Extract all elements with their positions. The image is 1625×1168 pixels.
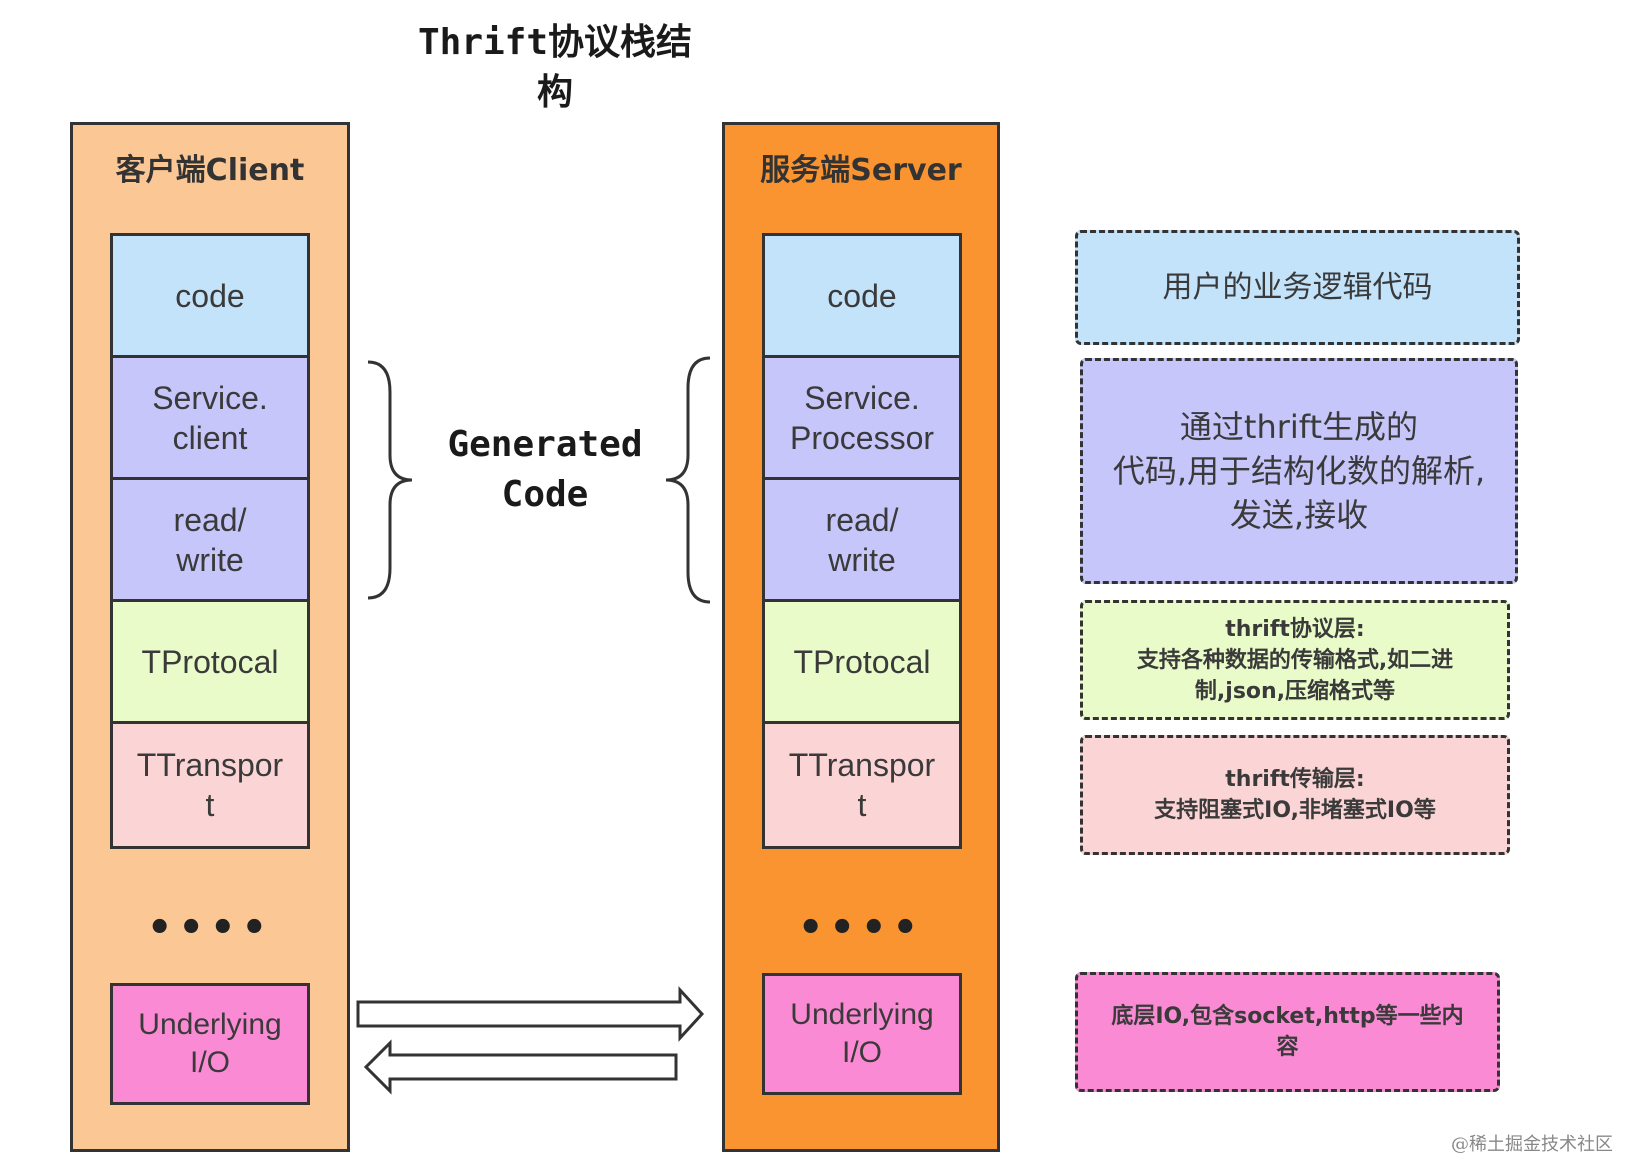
client-title: 客户端Client <box>115 153 305 188</box>
client-layer-code: code <box>113 236 307 358</box>
server-layer-read-write: read/ write <box>765 480 959 602</box>
server-layer-service-processor: Service. Processor <box>765 358 959 480</box>
arrow-to-client <box>363 1039 678 1095</box>
client-layer-tprotocal: TProtocal <box>113 602 307 724</box>
client-column: 客户端Client code Service. client read/ wri… <box>70 122 350 1152</box>
server-stack: code Service. Processor read/ write TPro… <box>762 233 962 849</box>
server-underlying-io: Underlying I/O <box>762 973 962 1095</box>
server-layer-ttransport: TTranspor t <box>765 724 959 846</box>
server-layer-code: code <box>765 236 959 358</box>
arrow-to-server <box>356 986 705 1042</box>
note-generated: 通过thrift生成的 代码,用于结构化数的解析, 发送,接收 <box>1080 358 1518 584</box>
client-layer-read-write: read/ write <box>113 480 307 602</box>
right-brace <box>665 356 711 604</box>
client-layer-ttransport: TTranspor t <box>113 724 307 846</box>
server-title: 服务端Server <box>760 153 962 188</box>
note-protocol: thrift协议层: 支持各种数据的传输格式,如二进 制,json,压缩格式等 <box>1080 600 1510 720</box>
client-layer-service-client: Service. client <box>113 358 307 480</box>
server-ellipsis: •••• <box>797 905 925 951</box>
client-stack: code Service. client read/ write TProtoc… <box>110 233 310 849</box>
note-code: 用户的业务逻辑代码 <box>1075 230 1520 345</box>
note-io: 底层IO,包含socket,http等一些内 容 <box>1075 972 1500 1092</box>
generated-code-label: Generated Code <box>447 424 643 515</box>
server-column: 服务端Server code Service. Processor read/ … <box>722 122 1000 1152</box>
note-transport: thrift传输层: 支持阻塞式IO,非堵塞式IO等 <box>1080 735 1510 855</box>
client-underlying-io: Underlying I/O <box>110 983 310 1105</box>
client-ellipsis: •••• <box>146 905 274 951</box>
watermark: @稀土掘金技术社区 <box>1451 1134 1613 1155</box>
diagram-title: Thrift协议栈结 构 <box>417 22 693 113</box>
server-layer-tprotocal: TProtocal <box>765 602 959 724</box>
left-brace <box>367 360 413 600</box>
